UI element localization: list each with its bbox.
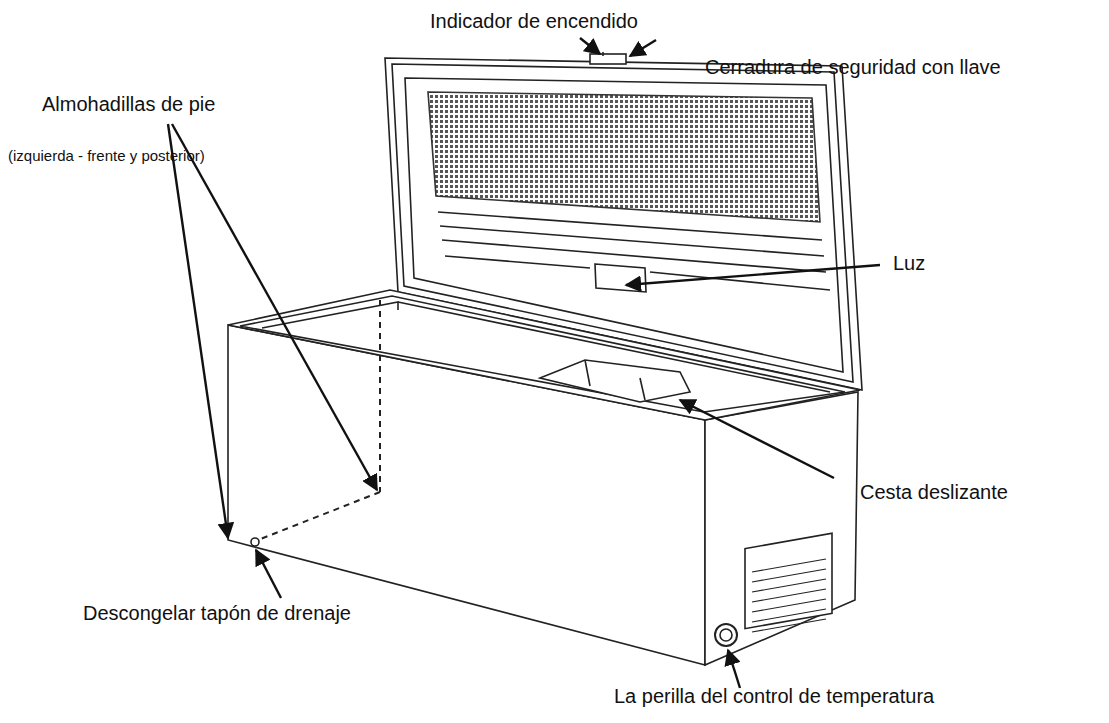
part-label: Luz bbox=[893, 252, 925, 274]
part-label: Cerradura de seguridad con llave bbox=[705, 56, 1001, 78]
part-label: Cesta deslizante bbox=[860, 481, 1008, 503]
part-label: La perilla del control de temperatura bbox=[614, 685, 934, 707]
part-label: Indicador de encendido bbox=[430, 10, 638, 32]
part-note: (izquierda - frente y posterior) bbox=[8, 148, 205, 165]
part-label: Almohadillas de pie bbox=[42, 93, 215, 115]
part-label: Descongelar tapón de drenaje bbox=[83, 602, 351, 624]
leader-arrows bbox=[168, 38, 880, 688]
